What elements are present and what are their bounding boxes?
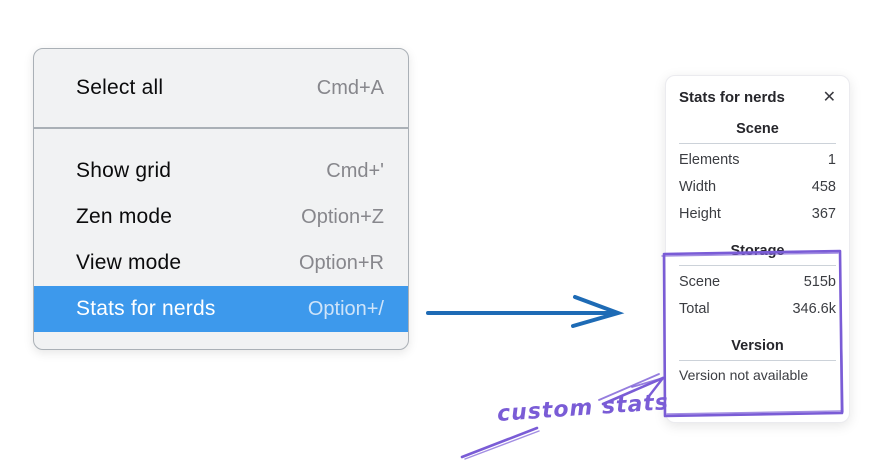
menu-item-label: Select all — [76, 76, 164, 99]
menu-item-view-mode[interactable]: View mode Option+R — [34, 240, 408, 286]
stats-panel: Stats for nerds ✕ Scene Elements 1 Width… — [665, 75, 850, 423]
menu-group-bottom: Show grid Cmd+' Zen mode Option+Z View m… — [34, 129, 408, 349]
menu-item-shortcut: Cmd+A — [316, 76, 384, 99]
section-rule — [679, 143, 836, 144]
stat-row-total: Total 346.6k — [679, 296, 836, 323]
stat-label: Height — [679, 206, 721, 222]
menu-item-label: Zen mode — [76, 205, 173, 228]
menu-item-zen-mode[interactable]: Zen mode Option+Z — [34, 194, 408, 240]
stat-row-height: Height 367 — [679, 201, 836, 228]
stat-value: 1 — [827, 152, 836, 168]
menu-group-top: Select all Cmd+A — [34, 49, 408, 127]
stat-row-elements: Elements 1 — [679, 147, 836, 174]
menu-item-select-all[interactable]: Select all Cmd+A — [34, 66, 408, 110]
section-heading-storage: Storage — [730, 243, 785, 259]
stat-label: Elements — [679, 152, 740, 168]
menu-item-label: View mode — [76, 251, 182, 274]
section-heading-scene: Scene — [736, 121, 779, 137]
stat-value: 367 — [811, 206, 836, 222]
annotation-label: custom stats — [496, 390, 670, 427]
stat-label: Total — [679, 301, 710, 317]
stat-label: Width — [679, 179, 717, 195]
right-arrow-icon — [426, 295, 625, 328]
context-menu: Select all Cmd+A Show grid Cmd+' Zen mod… — [33, 48, 409, 350]
stat-row-width: Width 458 — [679, 174, 836, 201]
menu-item-show-grid[interactable]: Show grid Cmd+' — [34, 148, 408, 194]
menu-divider — [34, 127, 408, 129]
stat-value: 346.6k — [792, 301, 836, 317]
stats-panel-title: Stats for nerds — [679, 89, 785, 106]
menu-item-shortcut: Cmd+' — [326, 159, 384, 182]
section-rule — [679, 360, 836, 361]
menu-item-stats-for-nerds[interactable]: Stats for nerds Option+/ — [34, 286, 408, 332]
version-message: Version not available — [679, 367, 809, 383]
menu-item-shortcut: Option+R — [298, 251, 384, 274]
menu-item-shortcut: Option+Z — [301, 205, 384, 228]
stat-value: 458 — [811, 179, 836, 195]
menu-item-shortcut: Option+/ — [307, 297, 384, 320]
menu-item-label: Show grid — [76, 159, 172, 182]
stat-value: 515b — [803, 274, 836, 290]
close-icon[interactable]: ✕ — [822, 88, 836, 106]
section-heading-version: Version — [731, 338, 784, 354]
section-rule — [679, 265, 836, 266]
stat-row-scene: Scene 515b — [679, 269, 836, 296]
menu-item-label: Stats for nerds — [76, 297, 216, 320]
stat-label: Scene — [679, 274, 721, 290]
